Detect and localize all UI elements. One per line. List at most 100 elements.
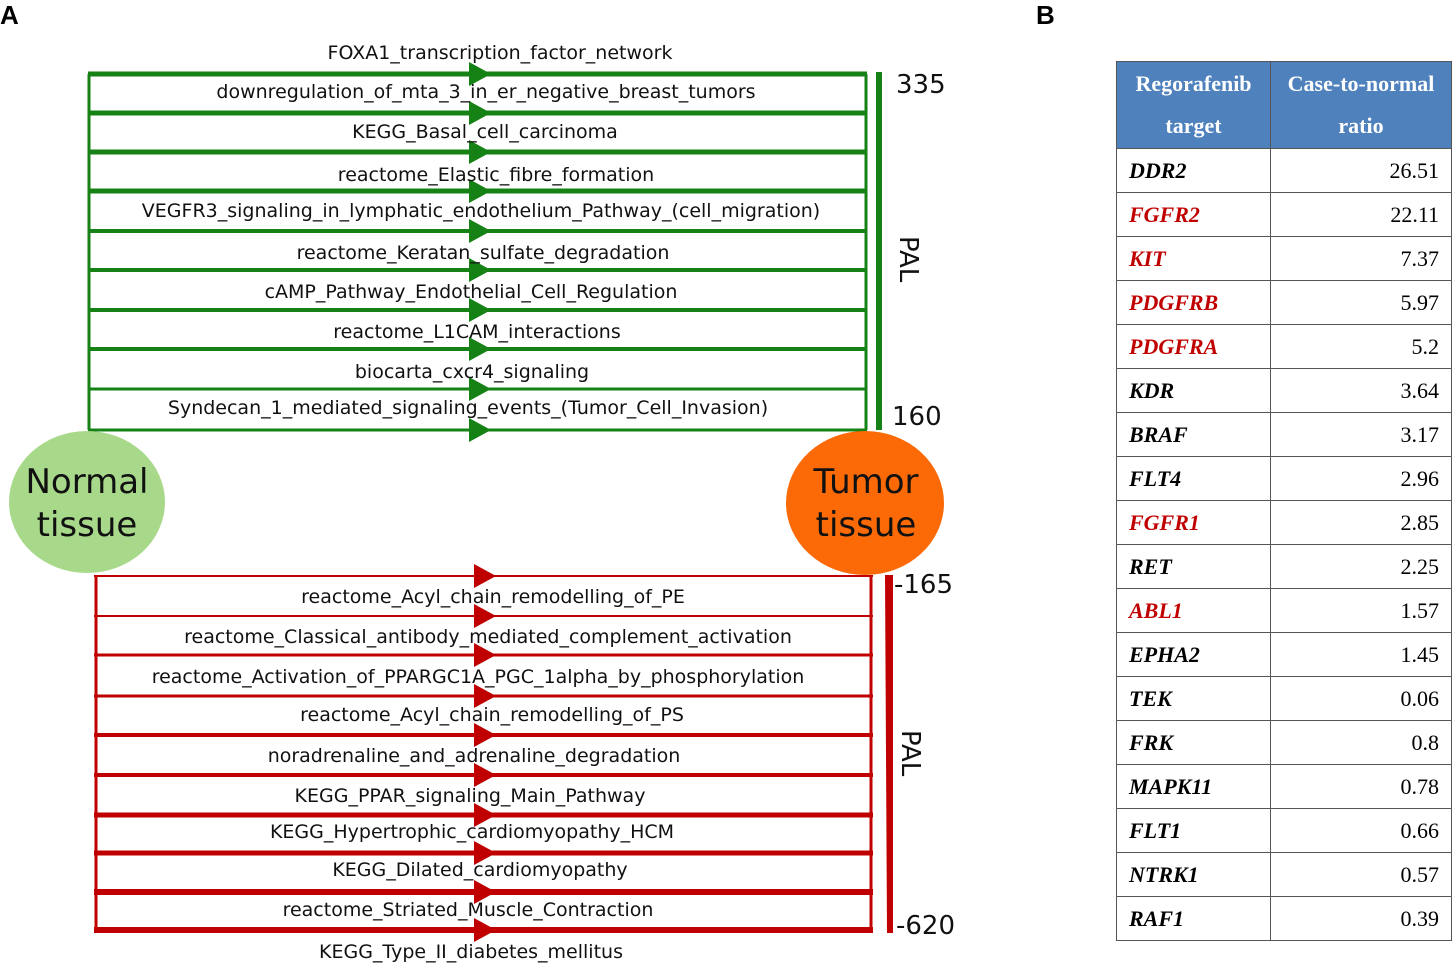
ratio-cell: 2.25: [1270, 544, 1452, 589]
ratio-cell: 1.45: [1270, 632, 1452, 677]
up-pathway-arrowhead: [469, 62, 491, 86]
ratio-cell: 22.11: [1270, 192, 1452, 237]
regorafenib-target-table: Regorafenib target Case-to-normal ratio …: [1116, 61, 1452, 941]
down-pathway-label: KEGG_Hypertrophic_cardiomyopathy_HCM: [270, 821, 674, 843]
ratio-cell: 3.17: [1270, 412, 1452, 457]
tumor-tissue-label-line2: tissue: [816, 505, 917, 545]
down-pal-label: PAL: [895, 730, 925, 777]
down-pathway-label: KEGG_Dilated_cardiomyopathy: [332, 859, 627, 881]
down-pathway-arrowhead: [474, 604, 496, 628]
down-pathway-arrowhead: [474, 723, 496, 747]
normal-tissue-label-line2: tissue: [37, 505, 138, 545]
gene-cell: DDR2: [1116, 148, 1271, 193]
gene-cell: FLT4: [1116, 456, 1271, 501]
down-pathway-label: KEGG_PPAR_signaling_Main_Pathway: [295, 785, 646, 807]
up-pathway-label: FOXA1_transcription_factor_network: [328, 42, 673, 64]
ratio-cell: 0.8: [1270, 720, 1452, 765]
up-pal-label: PAL: [893, 236, 923, 283]
up-pathway-arrowhead: [469, 298, 491, 322]
ratio-cell: 2.85: [1270, 500, 1452, 545]
down-pal-min: -620: [896, 911, 955, 941]
gene-cell: RAF1: [1116, 896, 1271, 941]
gene-cell: RET: [1116, 544, 1271, 589]
normal-tissue-node: [9, 431, 165, 573]
ratio-cell: 0.57: [1270, 852, 1452, 897]
gene-cell: FLT1: [1116, 808, 1271, 853]
ratio-cell: 0.66: [1270, 808, 1452, 853]
ratio-cell: 3.64: [1270, 368, 1452, 413]
down-pathway-arrowhead: [474, 841, 496, 865]
gene-cell: PDGFRB: [1116, 280, 1271, 325]
tumor-tissue-label-line1: Tumor: [812, 462, 918, 502]
ratio-cell: 0.78: [1270, 764, 1452, 809]
up-pathway-label: VEGFR3_signaling_in_lymphatic_endotheliu…: [142, 200, 820, 222]
tumor-tissue-node: [786, 431, 944, 575]
gene-cell: NTRK1: [1116, 852, 1271, 897]
up-pathway-arrowhead: [469, 140, 491, 164]
header-ratio: Case-to-normal ratio: [1270, 61, 1452, 149]
down-pathway-label: KEGG_Type_II_diabetes_mellitus: [319, 941, 623, 963]
down-pathway-arrowhead: [474, 643, 496, 667]
gene-cell: FGFR2: [1116, 192, 1271, 237]
up-pathway-arrowhead: [469, 179, 491, 203]
gene-cell: FRK: [1116, 720, 1271, 765]
up-pal-min: 160: [892, 402, 942, 432]
up-pathway-label: reactome_Elastic_fibre_formation: [338, 164, 654, 186]
up-pathway-label: downregulation_of_mta_3_in_er_negative_b…: [216, 81, 755, 103]
gene-cell: KDR: [1116, 368, 1271, 413]
up-pathway-label: reactome_Keratan_sulfate_degradation: [297, 242, 670, 264]
up-pathway-label: KEGG_Basal_cell_carcinoma: [352, 121, 618, 143]
ratio-cell: 7.37: [1270, 236, 1452, 281]
ratio-cell: 0.06: [1270, 676, 1452, 721]
ratio-cell: 2.96: [1270, 456, 1452, 501]
up-pathway-arrowhead: [469, 101, 491, 125]
up-pal-max: 335: [896, 70, 946, 100]
down-pathway-label: reactome_Acyl_chain_remodelling_of_PE: [301, 586, 685, 608]
gene-cell: EPHA2: [1116, 632, 1271, 677]
up-pathway-label: Syndecan_1_mediated_signaling_events_(Tu…: [168, 397, 768, 419]
up-pathway-label: cAMP_Pathway_Endothelial_Cell_Regulation: [265, 281, 678, 303]
panel-a-letter: A: [0, 0, 19, 30]
down-pathway-arrowhead: [474, 918, 496, 942]
gene-cell: ABL1: [1116, 588, 1271, 633]
gene-cell: MAPK11: [1116, 764, 1271, 809]
panel-b-letter: B: [1036, 0, 1055, 30]
normal-tissue-label-line1: Normal: [25, 462, 148, 502]
ratio-cell: 0.39: [1270, 896, 1452, 941]
down-pal-max: -165: [894, 570, 953, 600]
upregulated-arrowheads: [469, 62, 491, 442]
ratio-cell: 5.97: [1270, 280, 1452, 325]
down-pathway-arrowhead: [474, 564, 496, 588]
gene-cell: BRAF: [1116, 412, 1271, 457]
downregulated-arrowheads: [474, 564, 496, 942]
down-pal-scale-bar: [885, 575, 893, 933]
gene-cell: TEK: [1116, 676, 1271, 721]
up-pathway-label: biocarta_cxcr4_signaling: [355, 361, 589, 383]
down-pathway-label: reactome_Activation_of_PPARGC1A_PGC_1alp…: [152, 666, 805, 688]
up-pathway-arrowhead: [469, 219, 491, 243]
ratio-cell: 26.51: [1270, 148, 1452, 193]
header-target: Regorafenib target: [1116, 61, 1271, 149]
table-header-row: Regorafenib target Case-to-normal ratio: [1116, 61, 1452, 149]
up-pathway-arrowhead: [469, 377, 491, 401]
gene-cell: FGFR1: [1116, 500, 1271, 545]
down-pathway-arrowhead: [474, 684, 496, 708]
up-pal-scale-bar: [876, 72, 882, 430]
down-pathway-arrowhead: [474, 880, 496, 904]
